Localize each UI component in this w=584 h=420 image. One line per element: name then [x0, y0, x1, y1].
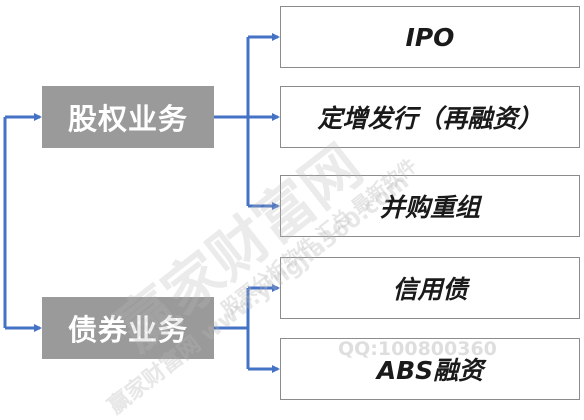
item-credit-bond-label: 信用债	[392, 275, 468, 304]
item-abs-financing: ABS融资	[280, 338, 580, 400]
item-credit-bond: 信用债	[280, 257, 580, 319]
item-merger-label: 并购重组	[379, 193, 480, 222]
category-bond-business: 债券业务	[42, 297, 214, 359]
item-private-placement: 定增发行（再融资）	[280, 86, 580, 148]
item-merger-restructuring: 并购重组	[280, 175, 580, 237]
category-equity-label: 股权业务	[67, 102, 188, 136]
item-ipo-label: IPO	[405, 22, 455, 52]
connector-lines	[3, 33, 280, 373]
item-abs-label: ABS融资	[376, 356, 484, 385]
item-ipo: IPO	[280, 6, 580, 68]
item-private-placement-label: 定增发行（再融资）	[317, 104, 543, 133]
category-equity-business: 股权业务	[42, 86, 214, 148]
business-hierarchy-diagram: 股权业务 债券业务 IPO 定增发行（再融资） 并购重组 信用债 ABS融资 赢…	[3, 6, 580, 419]
category-bond-label: 债券业务	[67, 313, 188, 347]
